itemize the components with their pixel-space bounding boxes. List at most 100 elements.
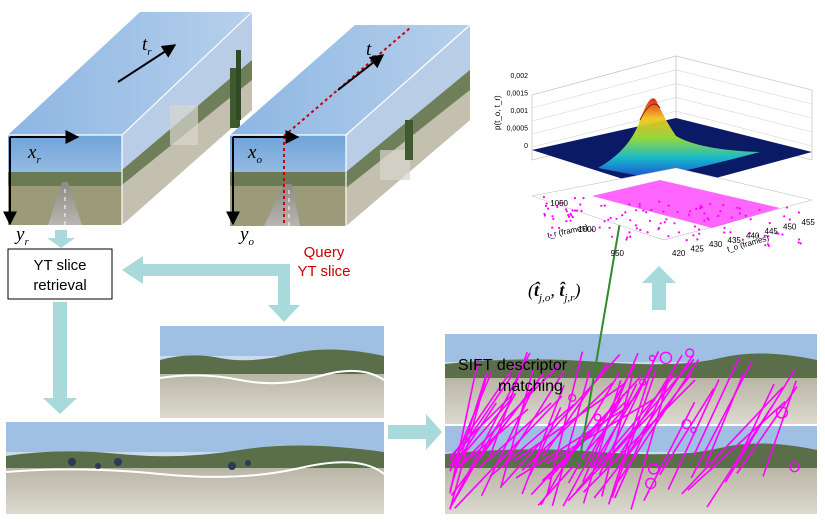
sift-match-line [515,407,627,479]
scatter-point [763,234,766,237]
surface-peak [598,98,760,178]
scatter-point [629,219,632,222]
estimate-formula: (t̂j,o, t̂j,r) [528,280,580,304]
sift-match-line [546,351,584,496]
sift-match-line [462,363,561,463]
sift-match-line [521,384,565,495]
sift-match-line [706,406,773,508]
scatter-point [741,238,744,241]
sift-match-line [449,393,514,458]
best-match-line [578,209,623,465]
sift-match-line [615,354,683,462]
flow-arrows [43,230,676,450]
sift-match-line [499,367,535,489]
scatter-point [571,209,574,212]
scatter-point [542,196,546,199]
scatter-point [723,226,726,230]
scatter-point [736,206,739,209]
y-tick-label: 950 [611,249,625,258]
scatter-point [788,218,791,221]
grid-line [531,83,677,122]
grid-line [675,69,813,105]
scatter-point [781,233,784,236]
sift-match-line [449,370,493,472]
x-tick-label: 440 [746,231,760,240]
sift-match-line [667,379,720,490]
scatter-point [638,205,641,208]
scatter-point [676,210,679,213]
axis-to-label: to [366,39,377,63]
sift-match-line [582,379,696,493]
sift-keypoint [645,477,657,490]
scatter-point [571,216,574,219]
scatter-point [667,204,670,207]
sift-match-line [602,358,695,465]
x-tick-label: 425 [691,245,705,254]
x-tick-label: 420 [672,249,686,258]
scatter-point [600,204,603,207]
x-tick-label: 445 [765,227,779,236]
sift-label-line1: SIFT descriptor [458,357,568,374]
scatter-point [573,197,577,200]
axis-xo-label: xo [247,142,262,166]
sift-match-line [736,386,798,474]
sift-match-line [458,402,497,460]
cube-obs-front-frame [230,135,346,226]
sift-keypoint [639,378,647,386]
best-match-origin [574,459,584,469]
scatter-point [692,234,695,237]
z-tick-label: 0,0005 [507,126,529,133]
scatter-point [744,214,747,217]
scatter-point [767,235,770,238]
scatter-point [603,220,606,223]
scatter-point [766,243,770,246]
sift-keypoint [659,351,673,365]
scatter-point [650,208,653,212]
scatter-point [723,231,726,234]
scatter-point [799,242,802,245]
observed-video-cube: to xo yo [226,24,471,248]
scatter-point [547,207,550,210]
scatter-point [624,211,627,214]
axis-tr-label: tr [142,34,152,58]
sift-match-line [659,387,715,476]
sift-keypoint [775,406,789,419]
sift-match-line [449,371,489,510]
scatter-point [638,203,641,206]
scatter-point [685,239,688,242]
scatter-point [698,228,701,231]
scatter-density [592,180,780,228]
scatter-point [639,228,642,231]
sift-match-line [601,374,634,497]
scatter-point [626,236,629,239]
scatter-point [608,226,611,229]
sift-match-line [617,359,700,483]
sift-match-line [643,401,696,502]
scatter-point [564,208,568,211]
scatter-point [567,215,571,218]
scatter-point [703,212,706,215]
query-yt-slice-image [159,326,385,418]
sift-match-line [693,357,740,456]
arrow-down-ref [47,230,75,248]
scatter-point [748,232,751,235]
scatter-point [775,232,778,235]
scatter-point [580,209,583,212]
grid-line [531,69,677,109]
grid-line [675,110,813,147]
sift-match-line [504,370,565,465]
arrow-up-to-chart [642,266,676,310]
scatter-point [798,238,801,241]
scatter-point [569,212,572,215]
sift-match-line [454,395,563,509]
scatter-point [629,235,632,238]
sift-keypoint [681,419,692,430]
sift-match-line [704,374,744,467]
scatter-point [797,241,800,244]
scatter-point [628,231,631,234]
scatter-point [701,206,704,209]
scatter-point [758,208,761,211]
scatter-point [698,232,701,235]
z-tick-label: 0 [524,143,528,150]
sift-match-line [479,381,539,457]
